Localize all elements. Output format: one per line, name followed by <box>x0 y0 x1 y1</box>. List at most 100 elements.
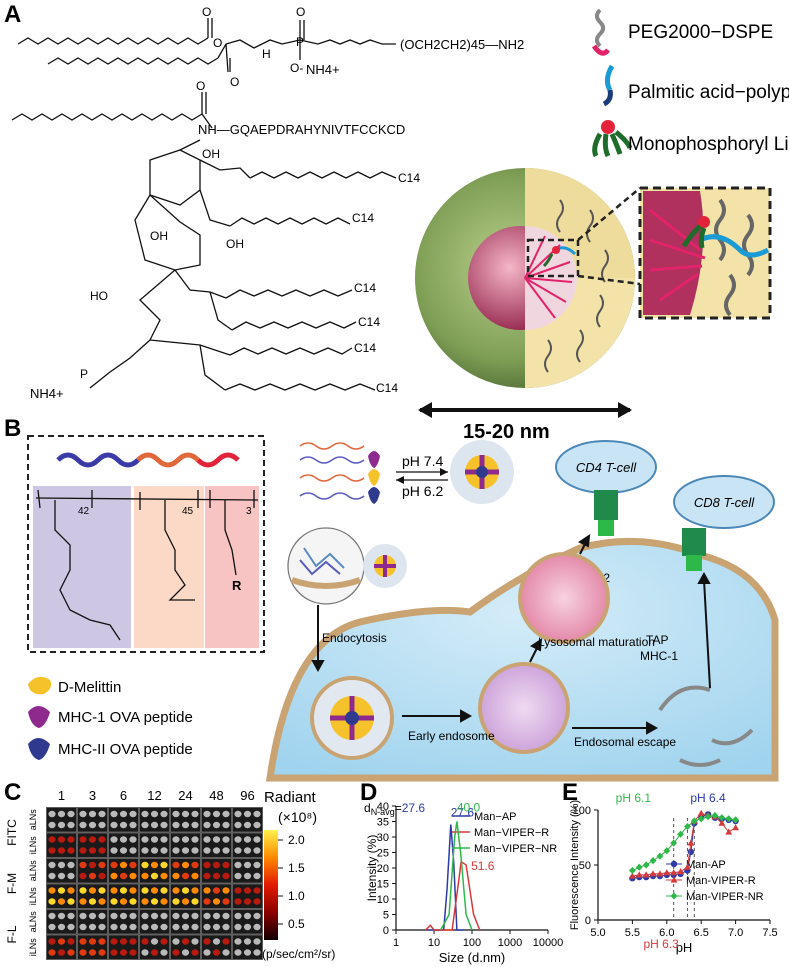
lymph-node-spot <box>88 938 97 945</box>
chart-e-ytick-label: 0 <box>585 915 591 927</box>
lymph-node-spot <box>98 836 106 843</box>
endosomal-escape-label: Endosomal escape <box>574 735 676 749</box>
lymph-node-spot <box>181 836 190 843</box>
phosphate-o-minus: O- <box>290 61 303 75</box>
legend-peg: PEG2000−DSPE <box>628 22 773 43</box>
lymph-node-spot <box>98 949 106 956</box>
lymph-node-spot <box>88 912 97 920</box>
lymph-node-spot <box>119 821 128 829</box>
escape-debris <box>658 685 754 767</box>
chart-e-point <box>629 866 636 875</box>
lymph-node-spot <box>172 810 180 818</box>
lymph-node-spot <box>243 887 252 894</box>
lymph-node-spot <box>57 847 66 854</box>
lymph-node-spot <box>203 821 211 829</box>
lymph-node-spot <box>57 872 66 880</box>
panel-a-letter: A <box>4 1 21 28</box>
lymph-node-spot <box>203 872 211 880</box>
mpla-oh-2: OH <box>226 237 244 251</box>
lymph-node-spot <box>129 821 137 829</box>
chart-d-xtick-label: 10 <box>428 937 440 949</box>
peg-chain-text: (OCH2CH2)45—NH2 <box>400 37 524 52</box>
time-label-1: 1 <box>58 788 65 803</box>
lymph-node-spot <box>141 821 149 829</box>
lymph-node-spot <box>222 898 230 905</box>
chart-d-ytick-label: 30 <box>377 832 389 844</box>
polymer-box <box>27 435 265 653</box>
chart-e-point <box>649 870 657 877</box>
lymph-node-spot <box>191 821 199 829</box>
chart-e-point <box>718 814 726 822</box>
membrane-zoom <box>287 527 365 605</box>
lymph-node-spot <box>243 872 252 880</box>
lymph-node-spot <box>160 912 168 920</box>
lymph-node-spot <box>234 847 242 854</box>
sublabel-aLNs: aLNs <box>28 809 38 831</box>
lymph-node-spot <box>234 938 242 945</box>
chart-e-point <box>687 839 695 846</box>
lymph-node-spot <box>222 923 230 931</box>
chart-d-navg-annotation: dN-avg=27.6 <box>364 801 425 817</box>
lymph-node-spot <box>234 861 242 869</box>
lymph-node-spot <box>57 887 66 894</box>
chart-d-legend-label: Man−AP <box>474 811 517 823</box>
chart-e-point <box>725 815 733 823</box>
chart-e-point <box>635 863 643 871</box>
late-endosome-vesicle <box>478 662 570 754</box>
lymph-node-spot <box>129 938 137 945</box>
lymph-node-spot <box>234 872 242 880</box>
lymph-node-spot <box>48 898 56 905</box>
lymph-node-spot <box>98 821 106 829</box>
lymph-node-spot <box>191 836 199 843</box>
chart-e-point <box>642 861 650 869</box>
lymph-node-spot <box>253 872 261 880</box>
lymph-node-spot <box>129 810 137 818</box>
lymph-node-spot <box>181 861 190 869</box>
chart-e-ph-annotation: pH 6.4 <box>690 791 726 805</box>
lymph-node-spot <box>212 898 221 905</box>
panel-d-letter: D <box>360 779 377 806</box>
cd8-label: CD8 T-cell <box>694 495 755 510</box>
chart-e-point <box>687 848 695 855</box>
lymph-node-spot <box>243 836 252 843</box>
lymph-node-spot <box>150 912 159 920</box>
colorbar-ticks: 2.01.51.00.5 <box>278 833 305 931</box>
lymph-node-spot <box>212 949 221 956</box>
lymph-node-spot <box>98 938 106 945</box>
chart-d-ytick-label: 35 <box>377 817 389 829</box>
ester-o-2: O <box>213 36 222 50</box>
lymph-node-spot <box>222 912 230 920</box>
chart-e-point <box>670 869 678 876</box>
peg-icon <box>591 8 610 56</box>
lymph-node-spot <box>79 923 87 931</box>
lymph-node-spot <box>119 836 128 843</box>
lymph-node-spot <box>129 872 137 880</box>
chart-e-point <box>718 819 726 826</box>
lymph-node-spot <box>203 938 211 945</box>
nanoparticle-illustration <box>415 168 772 388</box>
endocytosis-label: Endocytosis <box>322 631 387 645</box>
lymph-node-spot <box>234 898 242 905</box>
lymph-node-spot <box>129 847 137 854</box>
chart-e-ph-annotation: pH 6.3 <box>643 937 679 951</box>
size-label: 15-20 nm <box>463 421 550 443</box>
lymph-node-spot <box>150 887 159 894</box>
chart-e-point <box>677 868 684 875</box>
lymph-node-spot <box>48 847 56 854</box>
lymph-node-spot <box>243 821 252 829</box>
lymph-node-spot <box>67 898 75 905</box>
chart-e-point <box>663 847 671 855</box>
lymph-node-spot <box>110 836 118 843</box>
chiral-h: H <box>262 47 271 61</box>
lymph-node-spot <box>172 847 180 854</box>
peg-dspe-structure <box>17 18 396 73</box>
lymph-node-spot <box>181 898 190 905</box>
lymph-node-spot <box>172 898 180 905</box>
lymph-node-spot <box>203 810 211 818</box>
lymph-node-spot <box>203 847 211 854</box>
chart-e-point <box>670 860 678 868</box>
lymph-node-spot <box>212 938 221 945</box>
lymph-node-spot <box>88 923 97 931</box>
lymph-node-spot <box>67 872 75 880</box>
lymph-node-spot <box>222 847 230 854</box>
